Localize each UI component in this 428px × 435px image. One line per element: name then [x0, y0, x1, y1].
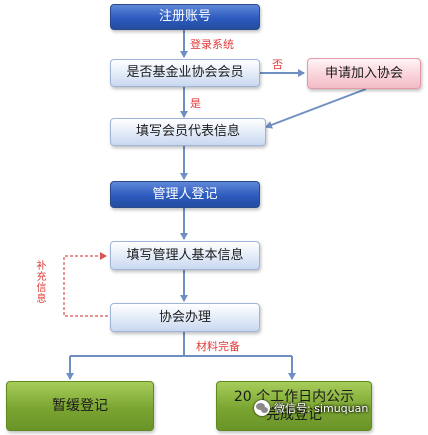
- label-no: 否: [272, 58, 283, 71]
- watermark-text: 微信号: simuquan: [274, 402, 369, 415]
- label-yes: 是: [190, 97, 201, 110]
- node-fill-rep-info: 填写会员代表信息: [110, 118, 266, 146]
- label-supplement-info: 补充信息: [34, 260, 45, 304]
- watermark: 微信号: simuquan: [254, 398, 426, 418]
- label-login-system: 登录系统: [190, 38, 234, 51]
- publish-line-2: 完成登记: [266, 407, 322, 423]
- label-materials-complete: 材料完备: [196, 340, 240, 353]
- node-suspend-register: 暂缓登记: [6, 381, 154, 431]
- node-publish-complete: 20 个工作日内公示 完成登记: [216, 381, 372, 431]
- supplement-loop: [63, 252, 108, 317]
- node-association-process: 协会办理: [110, 303, 260, 332]
- node-manager-register: 管理人登记: [110, 181, 260, 208]
- node-fill-manager-info: 填写管理人基本信息: [110, 241, 260, 270]
- node-is-member: 是否基金业协会会员: [110, 59, 260, 87]
- wechat-icon: [254, 400, 270, 416]
- node-apply-join: 申请加入协会: [307, 58, 421, 89]
- arrow-apply-to-rep: [265, 88, 367, 129]
- node-register-account: 注册账号: [110, 4, 260, 30]
